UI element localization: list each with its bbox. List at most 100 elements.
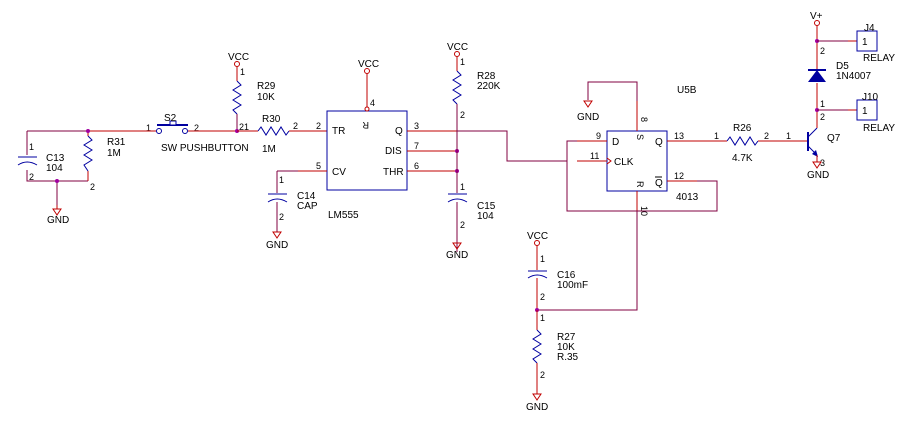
r31-ref: R31: [107, 137, 126, 148]
d5-value: 1N4007: [836, 71, 871, 82]
pin-number: 1: [820, 99, 825, 109]
r31-value: 1M: [107, 148, 121, 159]
pin-number: 1: [146, 123, 151, 133]
gnd-label: GND: [526, 402, 548, 413]
pin-number: 1: [540, 254, 545, 264]
diode-d5: V+ 2 1 D5 1N4007 2: [808, 11, 871, 122]
pin-number: 2: [764, 131, 769, 141]
s2-value: SW PUSHBUTTON: [161, 143, 249, 154]
c16-value: 100mF: [557, 280, 588, 291]
resistor-r30: 1 2 R30 1M: [237, 114, 327, 155]
pin-number: 2: [29, 172, 34, 182]
pin-number: 2: [540, 370, 545, 380]
pin-number: 1: [460, 57, 465, 67]
pin-number: 3: [414, 121, 419, 131]
r26-ref: R26: [733, 123, 752, 134]
r28-value: 220K: [477, 81, 501, 92]
r27-ref: R27: [557, 332, 576, 343]
u5b-value: 4013: [676, 192, 699, 203]
c14-value: CAP: [297, 201, 318, 212]
pin-label-thr: THR: [383, 167, 404, 178]
pin-number: 1: [279, 175, 284, 185]
pin-number: 3: [820, 158, 825, 168]
pin-number: 2: [316, 121, 321, 131]
pin-number: 11: [590, 151, 599, 161]
gnd-label: GND: [577, 112, 599, 123]
r27-extra: R.35: [557, 352, 579, 363]
pin-label-q: Q: [395, 126, 403, 137]
pin-number: 2: [293, 121, 298, 131]
pin-number: 6: [414, 161, 419, 171]
c15-value: 104: [477, 211, 494, 222]
pin-label-r: R: [362, 120, 369, 130]
pin-number: 1: [714, 131, 719, 141]
pin-number: 2: [460, 220, 465, 230]
ic-4013-u5b: D CLK Q Q S R U5B 4013 9 11 13 12 8 10 G…: [537, 81, 718, 311]
q7-ref: Q7: [827, 133, 841, 144]
s2-ref: S2: [164, 113, 177, 124]
r29-value: 10K: [257, 92, 275, 103]
relay-j10: 1 J10 RELAY: [817, 92, 895, 134]
pin-label-qbar: Q: [655, 178, 663, 189]
c13-value: 104: [46, 163, 63, 174]
pin-number: 4: [370, 98, 375, 108]
pin-number: 2: [820, 46, 825, 56]
d5-ref: D5: [836, 61, 849, 72]
lm555-value: LM555: [328, 210, 359, 221]
c13-ref: C13: [46, 153, 65, 164]
u5b-ref: U5B: [677, 85, 697, 96]
pin-number: 1: [786, 131, 791, 141]
j4-value: RELAY: [863, 53, 895, 64]
gnd-label: GND: [47, 215, 69, 226]
pin-number: 7: [414, 141, 419, 151]
vcc-label: VCC: [358, 59, 379, 70]
pin-number: 9: [596, 131, 601, 141]
capacitor-c14: 1 2 C14 CAP GND: [266, 170, 318, 251]
pin-number: 8: [639, 117, 649, 122]
pin-label-dis: DIS: [385, 146, 402, 157]
r30-ref: R30: [262, 114, 281, 125]
pin-number: 1: [540, 313, 545, 323]
j4-pin: 1: [862, 37, 868, 48]
c13-r31-network: 1 2 C13 104 2 R31 1M GND: [17, 129, 128, 226]
pin-number: 5: [316, 161, 321, 171]
ic-lm555: 2 TR Q DIS THR CV R LM555 VCC 4 5: [298, 59, 408, 221]
switch-s2: 1 S2 2 SW PUSHBUTTON: [128, 113, 249, 154]
gnd-symbol: GND: [47, 205, 69, 226]
gnd-label: GND: [266, 240, 288, 251]
j10-ref: J10: [862, 92, 879, 103]
c16-ref: C16: [557, 270, 576, 281]
relay-j4: 1 J4 RELAY: [817, 23, 895, 64]
pin-label-d: D: [612, 137, 619, 148]
r30-value: 1M: [262, 144, 276, 155]
vcc-label: VCC: [527, 231, 548, 242]
timing-network: 3 7 6 VCC 1 2 R28 220K 1 2 C15 104 GND: [407, 42, 567, 261]
pin-label-s: S: [635, 134, 645, 140]
pin-number: 12: [674, 171, 684, 181]
vcc-label: VCC: [447, 42, 468, 53]
r26-value: 4.7K: [732, 153, 753, 164]
c16-r27-network: VCC 1 2 C16 100mF 1 2 R27 10K R.35 GND: [526, 231, 588, 413]
pin-number: 2: [279, 212, 284, 222]
c15-ref: C15: [477, 201, 496, 212]
pin-number: 13: [674, 131, 684, 141]
j10-value: RELAY: [863, 123, 895, 134]
junction: [86, 129, 90, 133]
c14-ref: C14: [297, 191, 316, 202]
gnd-label: GND: [446, 250, 468, 261]
transistor-q7: Q7 3 GND: [807, 114, 841, 181]
junction: [55, 179, 59, 183]
pin-label-r: R: [635, 181, 645, 188]
r27-value: 10K: [557, 342, 575, 353]
j10-pin: 1: [862, 106, 868, 117]
wire: [26, 130, 88, 205]
vcc-label: VCC: [228, 52, 249, 63]
pin-number: 2: [239, 122, 244, 132]
pin-number: 2: [194, 123, 199, 133]
resistor-r31: [83, 131, 93, 181]
pin-number: 1: [29, 142, 34, 152]
pin-number: 2: [460, 110, 465, 120]
vplus-label: V+: [810, 11, 823, 22]
pin-number: 2: [540, 292, 545, 302]
